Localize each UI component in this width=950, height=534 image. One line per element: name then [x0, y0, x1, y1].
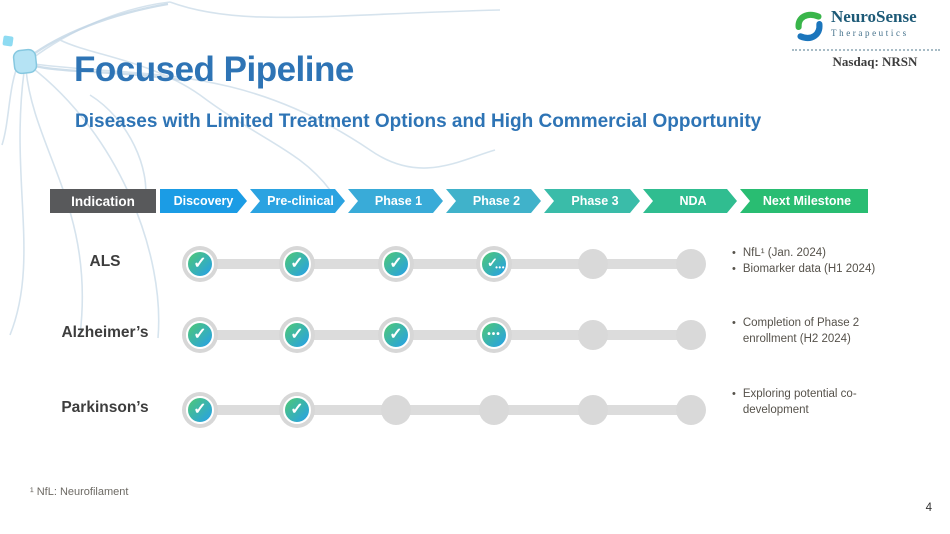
- stage-next-milestone: Next Milestone: [740, 189, 868, 213]
- neurosense-swirl-icon: [795, 11, 823, 41]
- progress-track: [194, 259, 697, 269]
- stage-dot-pending: [676, 395, 706, 425]
- stage-dot-done: ✓: [283, 321, 311, 349]
- stage-discovery: Discovery: [160, 189, 247, 213]
- stage-phase-1: Phase 1: [348, 189, 443, 213]
- stage-label: Next Milestone: [762, 194, 852, 208]
- row-label-parkinson-s: Parkinson’s: [61, 399, 149, 416]
- page-subtitle: Diseases with Limited Treatment Options …: [75, 111, 762, 132]
- check-icon: ✓: [487, 254, 498, 270]
- logo-name: NeuroSense: [831, 7, 917, 26]
- stage-nda: NDA: [643, 189, 737, 213]
- check-icon: ✓: [290, 255, 304, 272]
- milestone-item: Exploring potential co-development: [732, 387, 892, 418]
- in-progress-dots-icon: •••: [495, 263, 505, 272]
- stage-pre-clinical: Pre-clinical: [250, 189, 345, 213]
- logo-subname: Therapeutics: [831, 27, 909, 38]
- stage-label: Discovery: [173, 194, 234, 208]
- stage-dot-done: ✓: [186, 250, 214, 278]
- page-title: Focused Pipeline: [74, 50, 354, 89]
- progress-track: [194, 405, 697, 415]
- row-label-als: ALS: [89, 253, 121, 270]
- stage-dot-pending: [578, 249, 608, 279]
- check-icon: ✓: [290, 326, 304, 343]
- stage-dot-done: ✓: [283, 250, 311, 278]
- stage-phase-2: Phase 2: [446, 189, 541, 213]
- logo-divider: [792, 49, 940, 51]
- milestone-item: NfL¹ (Jan. 2024): [732, 246, 892, 262]
- stage-dot-done: ✓: [186, 321, 214, 349]
- stage-label: Phase 1: [374, 194, 423, 208]
- footnote: ¹ NfL: Neurofilament: [30, 486, 129, 498]
- check-icon: ✓: [290, 401, 304, 418]
- milestone-notes: Completion of Phase 2 enrollment (H2 202…: [732, 316, 892, 347]
- stage-dot-pending: [479, 395, 509, 425]
- stage-dot-done: ✓: [186, 396, 214, 424]
- stage-header-band: Discovery Pre-clinical Phase 1 Phase 2 Phase…: [0, 189, 950, 213]
- stage-dot-done: ✓: [382, 321, 410, 349]
- milestone-notes: NfL¹ (Jan. 2024)Biomarker data (H1 2024): [732, 246, 892, 277]
- stage-dot-pending: [676, 249, 706, 279]
- stage-dot-pending: [676, 320, 706, 350]
- milestone-notes: Exploring potential co-development: [732, 387, 892, 418]
- check-icon: ✓: [193, 326, 207, 343]
- stage-dot-done-in-progress: ✓•••: [480, 250, 508, 278]
- stage-label: Phase 3: [571, 194, 619, 208]
- stage-phase-3: Phase 3: [544, 189, 640, 213]
- in-progress-dots-icon: •••: [487, 329, 501, 340]
- stage-label: NDA: [679, 194, 707, 208]
- stage-dot-pending: [381, 395, 411, 425]
- page-number: 4: [925, 502, 932, 514]
- row-label-alzheimer-s: Alzheimer’s: [61, 324, 149, 341]
- check-icon: ✓: [389, 326, 403, 343]
- neuron-soma: [12, 48, 38, 75]
- stage-dot-pending: [578, 320, 608, 350]
- stage-dot-done: ✓: [283, 396, 311, 424]
- indication-header: Indication: [50, 189, 156, 213]
- check-icon: ✓: [389, 255, 403, 272]
- milestone-item: Biomarker data (H1 2024): [732, 262, 892, 278]
- stage-label: Phase 2: [472, 194, 521, 208]
- progress-track: [194, 330, 697, 340]
- nasdaq-ticker: Nasdaq: NRSN: [832, 54, 918, 69]
- neuron-spark: [2, 35, 14, 47]
- company-logo: NeuroSense Therapeutics Nasdaq: NRSN: [792, 8, 940, 70]
- stage-dot-done: ✓: [382, 250, 410, 278]
- check-icon: ✓: [193, 255, 207, 272]
- stage-label: Pre-clinical: [267, 194, 334, 208]
- stage-dot-pending: [578, 395, 608, 425]
- stage-dot-in-progress: •••: [480, 321, 508, 349]
- milestone-item: Completion of Phase 2 enrollment (H2 202…: [732, 316, 892, 347]
- check-icon: ✓: [193, 401, 207, 418]
